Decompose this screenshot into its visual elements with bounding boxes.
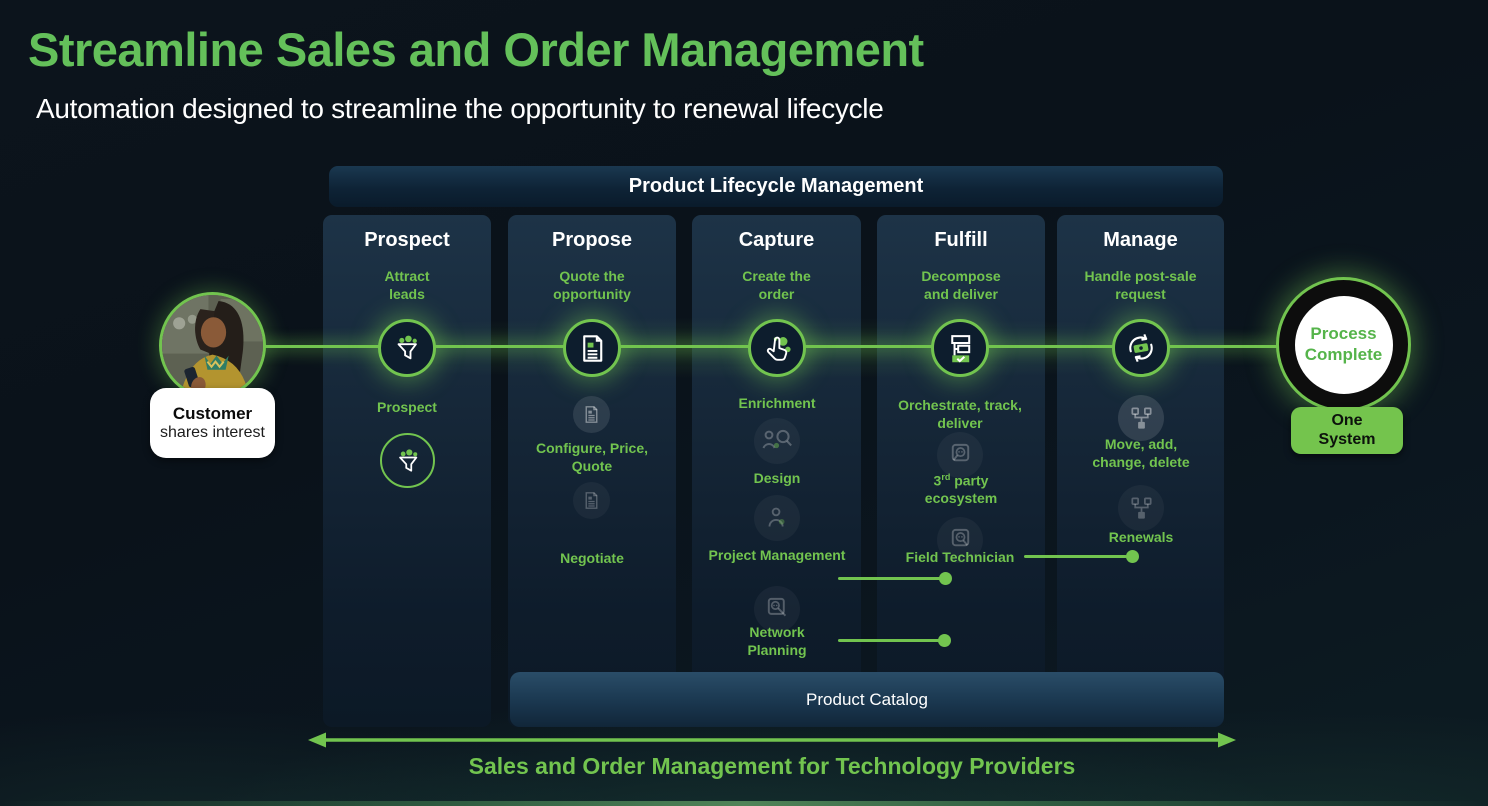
search-face-icon	[937, 432, 983, 478]
fulfill-node	[931, 319, 989, 377]
column-manage-subtitle: Handle post-sale request	[1084, 268, 1197, 302]
column-manage: Manage Handle post-sale request	[1057, 215, 1224, 727]
search-face-icon	[937, 517, 983, 563]
customer-photo	[159, 292, 266, 399]
create-order-click-icon	[766, 336, 791, 361]
customer-label: Customer shares interest	[150, 388, 275, 458]
3rd-party-pre: 3	[933, 472, 942, 489]
sitemap-icon	[1118, 485, 1164, 531]
page-subtitle: Automation designed to streamline the op…	[36, 93, 884, 124]
search-dots-icon	[754, 586, 800, 632]
step-label-macd: Move, add, change, delete	[1092, 436, 1190, 470]
funnel-leads-icon	[398, 448, 417, 472]
people-search-icon	[754, 418, 800, 464]
column-manage-title: Manage	[1103, 229, 1178, 251]
step-label-network-planning: Network Planning	[747, 624, 807, 658]
person-badge-icon	[754, 495, 800, 541]
renewal-cycle-icon	[1129, 334, 1153, 362]
customer-label-line1: Customer	[172, 404, 253, 423]
project-management-connector	[838, 577, 941, 580]
plm-banner-label: Product Lifecycle Management	[628, 175, 924, 197]
step-label-cpq: Configure, Price, Quote	[535, 440, 649, 474]
3rd-party-sup: rd	[941, 472, 951, 482]
product-catalog-bar: Product Catalog	[510, 672, 1224, 727]
step-label-3rd-party: 3rd party ecosystem	[910, 472, 1012, 508]
column-fulfill-subtitle: Decompose and deliver	[921, 268, 1001, 302]
step-label-enrichment: Enrichment	[738, 395, 816, 411]
column-capture: Capture Create the order	[692, 215, 861, 727]
document-icon	[573, 482, 610, 519]
footer-caption: Sales and Order Management for Technolog…	[468, 753, 1076, 779]
step-label-negotiate: Negotiate	[560, 550, 624, 566]
process-complete-circle: Process Complete	[1276, 277, 1411, 412]
step-label-design: Design	[753, 470, 801, 486]
step-label-orchestrate: Orchestrate, track, deliver	[898, 397, 1022, 431]
workflow-check-icon	[950, 334, 970, 363]
field-technician-connector	[1024, 555, 1127, 558]
column-prospect-subtitle: Attract leads	[384, 268, 430, 302]
column-propose-subtitle: Quote the opportunity	[553, 268, 631, 302]
step-label-renewals: Renewals	[1108, 529, 1174, 545]
document-icon	[573, 396, 610, 433]
column-fulfill-title: Fulfill	[934, 229, 988, 251]
quote-document-icon	[582, 334, 602, 362]
process-complete-inner: Process Complete	[1294, 295, 1393, 394]
prospect-secondary-ring	[380, 433, 435, 488]
field-technician-endpoint	[1126, 550, 1139, 563]
capture-node	[748, 319, 806, 377]
prospect-node	[378, 319, 436, 377]
column-propose-title: Propose	[551, 229, 633, 251]
funnel-leads-icon	[397, 335, 417, 360]
column-capture-subtitle: Create the order	[742, 268, 811, 302]
network-planning-endpoint	[938, 634, 951, 647]
project-management-endpoint	[939, 572, 952, 585]
product-catalog-label: Product Catalog	[806, 689, 928, 709]
one-system-badge: One System	[1291, 407, 1403, 454]
process-complete-label: Process Complete	[1304, 324, 1383, 364]
customer-photo-art	[162, 295, 263, 396]
3rd-party-rest: party ecosystem	[924, 472, 998, 507]
column-propose: Propose Quote the opportunity	[508, 215, 676, 727]
step-label-project-management: Project Management	[708, 547, 846, 563]
double-arrow	[308, 732, 1236, 748]
step-label-field-technician: Field Technician	[905, 549, 1015, 565]
customer-label-line2: shares interest	[160, 424, 265, 441]
propose-node	[563, 319, 621, 377]
plm-banner: Product Lifecycle Management	[329, 166, 1223, 207]
column-prospect-title: Prospect	[364, 229, 450, 251]
sitemap-icon	[1118, 395, 1164, 441]
manage-node	[1112, 319, 1170, 377]
bottom-edge-glow	[0, 801, 1488, 806]
network-planning-connector	[838, 639, 940, 642]
column-capture-title: Capture	[738, 229, 815, 251]
page-title: Streamline Sales and Order Management	[28, 23, 924, 76]
one-system-label: One System	[1318, 412, 1376, 448]
step-label-prospect: Prospect	[377, 399, 437, 415]
